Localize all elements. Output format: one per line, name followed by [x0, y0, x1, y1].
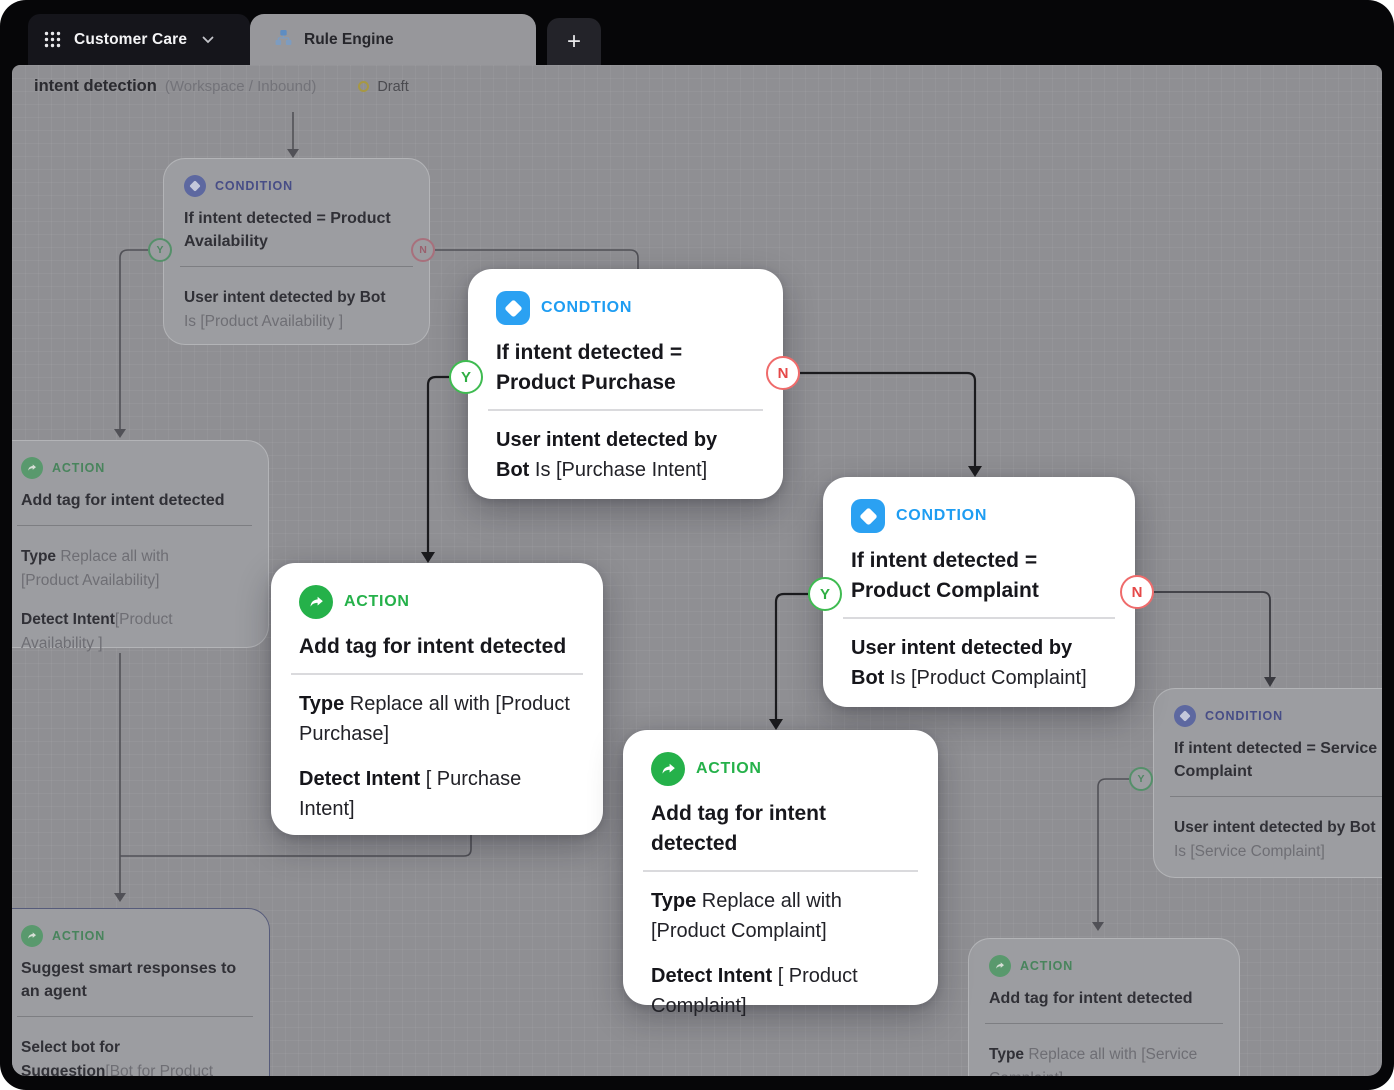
tab-label: Rule Engine — [304, 30, 394, 48]
yes-branch-badge[interactable]: Y — [1129, 767, 1153, 791]
node-type-label: ACTION — [344, 593, 410, 610]
node-title: If intent detected = Service Complaint — [1174, 740, 1378, 780]
forward-arrow-icon — [651, 752, 685, 786]
node-type-label: ACTION — [696, 760, 762, 777]
node-title: Add tag for intent detected — [299, 635, 567, 658]
forward-arrow-icon — [299, 585, 333, 619]
yes-branch-badge[interactable]: Y — [808, 577, 842, 611]
condition-node-product-complaint[interactable]: CONDTION If intent detected = Product Co… — [823, 477, 1135, 707]
status-ring-icon — [358, 81, 370, 92]
node-title: Add tag for intent detected — [21, 492, 225, 509]
condition-node-service-complaint[interactable]: CONDITION If intent detected = Service C… — [1153, 688, 1382, 878]
node-body: Type Replace all with[Product Complaint]… — [651, 889, 858, 1017]
flow-scope: (Workspace / Inbound) — [164, 78, 317, 95]
no-branch-badge[interactable]: N — [766, 356, 800, 390]
node-title: If intent detected = Product Complaint — [851, 549, 1039, 602]
divider — [843, 617, 1115, 619]
forward-arrow-icon — [21, 925, 43, 947]
node-type-label: CONDTION — [541, 299, 633, 316]
node-title: If intent detected = Product Availabilit… — [184, 210, 391, 250]
action-node-tag-availability[interactable]: ACTION Add tag for intent detected Type … — [12, 440, 269, 652]
node-type-label: CONDITION — [1205, 709, 1284, 723]
condition-node-product-availability[interactable]: CONDITION If intent detected = Product A… — [163, 158, 430, 345]
diamond-icon — [1174, 705, 1196, 727]
divider — [291, 673, 583, 675]
workspace-switcher[interactable]: Customer Care — [28, 14, 250, 65]
chevron-down-icon — [202, 36, 214, 44]
node-type-label: ACTION — [52, 929, 106, 943]
divider — [17, 1016, 253, 1017]
divider — [1170, 796, 1382, 797]
node-title: Add tag for intent detected — [651, 802, 826, 855]
no-branch-badge[interactable]: N — [1120, 575, 1154, 609]
diamond-icon — [184, 175, 206, 197]
divider — [17, 525, 252, 526]
yes-branch-badge[interactable]: Y — [148, 238, 172, 262]
node-body: User intent detected by Bot Is [Product … — [184, 289, 386, 330]
connector-lines — [114, 112, 1276, 931]
action-node-tag-service[interactable]: ACTION Add tag for intent detected Type … — [968, 938, 1240, 1076]
forward-arrow-icon — [21, 457, 43, 479]
no-branch-badge[interactable]: N — [411, 238, 435, 262]
top-bar: Customer Care Rule Engine + — [0, 0, 1394, 65]
node-title: Suggest smart responses to an agent — [21, 960, 237, 1000]
tab-rule-engine[interactable]: Rule Engine — [250, 14, 536, 65]
diamond-icon — [496, 291, 530, 325]
node-body: Type Replace all with[Product Availabili… — [21, 548, 173, 652]
action-node-tag-complaint[interactable]: ACTION Add tag for intent detected Type … — [623, 730, 938, 1017]
node-body: User intent detected by Bot Is [Product … — [851, 636, 1087, 689]
new-tab-button[interactable]: + — [547, 18, 601, 65]
node-type-label: CONDTION — [896, 507, 988, 524]
node-type-label: ACTION — [52, 461, 106, 475]
node-type-label: CONDITION — [215, 179, 294, 193]
status-label: Draft — [377, 78, 409, 95]
node-type-label: ACTION — [1020, 959, 1074, 973]
node-body: Select bot for Suggestion[Bot for Produc… — [21, 1039, 214, 1076]
flow-title: intent detection — [34, 77, 157, 95]
node-title: Add tag for intent detected — [989, 990, 1193, 1007]
divider — [180, 266, 413, 267]
app-grid-icon — [44, 31, 61, 48]
divider — [488, 409, 763, 411]
yes-branch-badge[interactable]: Y — [449, 360, 483, 394]
status-badge: Draft — [358, 78, 409, 95]
divider — [643, 870, 918, 872]
divider — [985, 1023, 1223, 1024]
node-body: User intent detected by Bot Is [Purchase… — [496, 428, 718, 481]
diamond-icon — [851, 499, 885, 533]
action-node-tag-purchase[interactable]: ACTION Add tag for intent detected Type … — [271, 563, 603, 835]
node-title: If intent detected = Product Purchase — [496, 341, 683, 394]
flow-header: intent detection (Workspace / Inbound) D… — [34, 77, 409, 96]
action-node-suggest-responses[interactable]: ACTION Suggest smart responses to an age… — [12, 908, 270, 1076]
node-body: User intent detected by Bot Is [Service … — [1174, 819, 1376, 860]
hierarchy-icon — [274, 28, 293, 52]
flow-canvas[interactable]: intent detection (Workspace / Inbound) D… — [12, 65, 1382, 1076]
workspace-name: Customer Care — [74, 30, 188, 48]
forward-arrow-icon — [989, 955, 1011, 977]
condition-node-product-purchase[interactable]: CONDTION If intent detected = Product Pu… — [468, 269, 783, 499]
